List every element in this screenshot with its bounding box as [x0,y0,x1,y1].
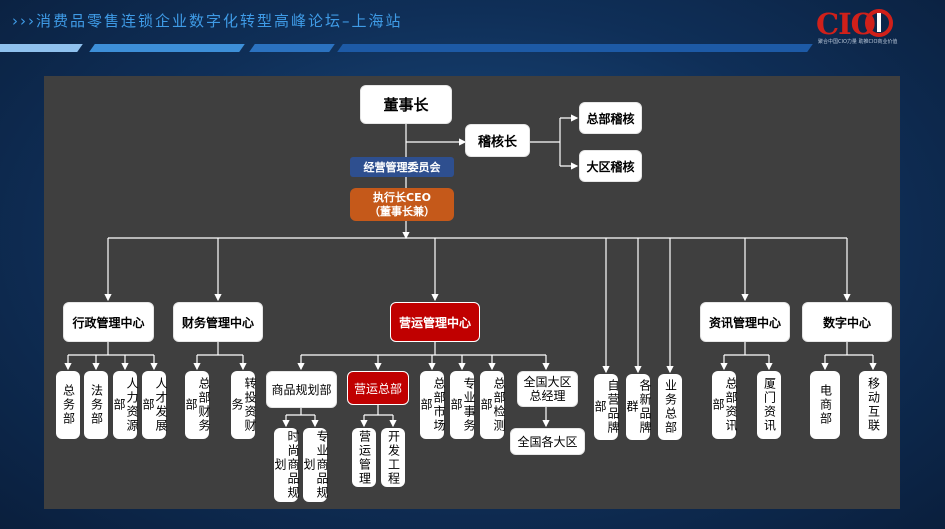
finance-dept-node: 总部财务部 [184,371,211,439]
regional-gm-node: 全国大区 总经理 [517,371,578,407]
admin-dept-node: 总务部 [56,371,80,439]
digital-dept-node: 移动互联 [859,371,887,439]
admin-dept-node: 人才发展部 [141,371,168,439]
merch-planning-node: 商品规划部 [266,371,337,408]
admin-center-node: 行政管理中心 [63,302,154,342]
ops-hq-sub-node: 开发工程 [381,428,405,487]
chairman-node: 董事长 [360,85,452,124]
brand-dept-node: 各新品牌群 [625,374,652,440]
header-stripe [337,44,813,52]
cio-logo-ring [865,9,893,37]
committee-node: 经营管理委员会 [350,157,454,177]
ops-dept-node: 总部检测部 [479,371,506,439]
admin-dept-node: 法务部 [84,371,108,439]
finance-center-node: 财务管理中心 [173,302,263,342]
cio-logo: CIO [816,7,893,41]
audit-chief-node: 稽核长 [465,124,530,157]
admin-dept-node: 人力资源部 [112,371,139,439]
cio-logo-figure [877,13,881,32]
audit-region-node: 大区稽核 [579,150,642,182]
ops-center-node: 营运管理中心 [390,302,480,342]
it-dept-node: 总部资讯部 [711,371,738,439]
digital-dept-node: 电商部 [810,371,840,439]
regions-node: 全国各大区 [510,428,585,455]
header-stripe [249,44,335,52]
ceo-node: 执行长CEO （董事长兼） [350,188,454,221]
ops-dept-node: 总部市场部 [419,371,446,439]
org-chart-panel: 董事长 稽核长 总部稽核 大区稽核 经营管理委员会 执行长CEO （董事长兼） … [44,76,900,509]
ops-hq-node: 营运总部 [347,371,409,405]
brand-dept-node: 业务总部 [658,374,682,440]
finance-dept-node: 转投资财务 [230,371,257,439]
connector-lines [64,114,877,428]
audit-hq-node: 总部稽核 [579,102,642,134]
header-stripe [0,44,83,52]
logo-caption: 聚合中国CIO力量 助推CIO商业价值 [818,39,898,45]
merch-sub-node: 时尚商品规划 [273,428,300,502]
digital-center-node: 数字中心 [802,302,892,342]
page-title: ›››消费品零售连锁企业数字化转型高峰论坛–上海站 [12,12,403,30]
ops-dept-node: 专业事务部 [449,371,476,439]
it-center-node: 资讯管理中心 [700,302,790,342]
header-bar: ›››消费品零售连锁企业数字化转型高峰论坛–上海站 CIO 聚合中国CIO力量 … [0,0,945,60]
merch-sub-node: 专业商品规划 [302,428,329,502]
brand-dept-node: 自营品牌部 [593,374,620,440]
it-dept-node: 厦门资讯 [757,371,781,439]
ops-hq-sub-node: 营运管理 [352,428,376,487]
header-stripe [89,44,245,52]
